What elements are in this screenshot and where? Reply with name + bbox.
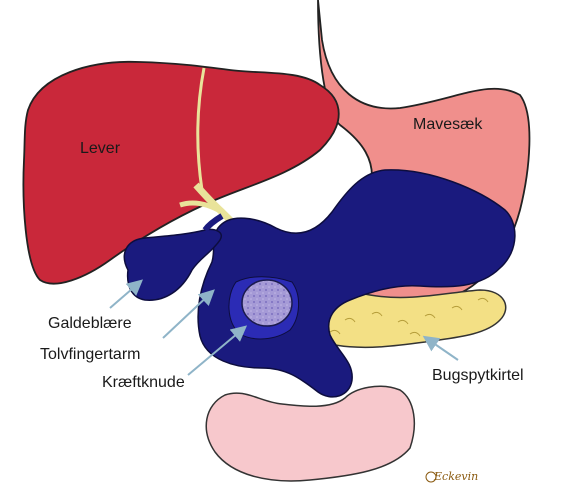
label-gallbladder: Galdeblære bbox=[48, 316, 132, 332]
label-pancreas: Bugspytkirtel bbox=[432, 368, 524, 384]
label-duodenum: Tolvfingertarm bbox=[40, 347, 140, 363]
label-liver: Lever bbox=[80, 141, 120, 157]
artist-signature: Eckevin bbox=[434, 470, 478, 483]
label-tumor: Kræftknude bbox=[102, 375, 185, 391]
label-stomach: Mavesæk bbox=[413, 117, 482, 133]
small-intestine bbox=[206, 386, 414, 481]
tumor bbox=[242, 280, 292, 326]
pancreas-arrow bbox=[426, 338, 458, 360]
